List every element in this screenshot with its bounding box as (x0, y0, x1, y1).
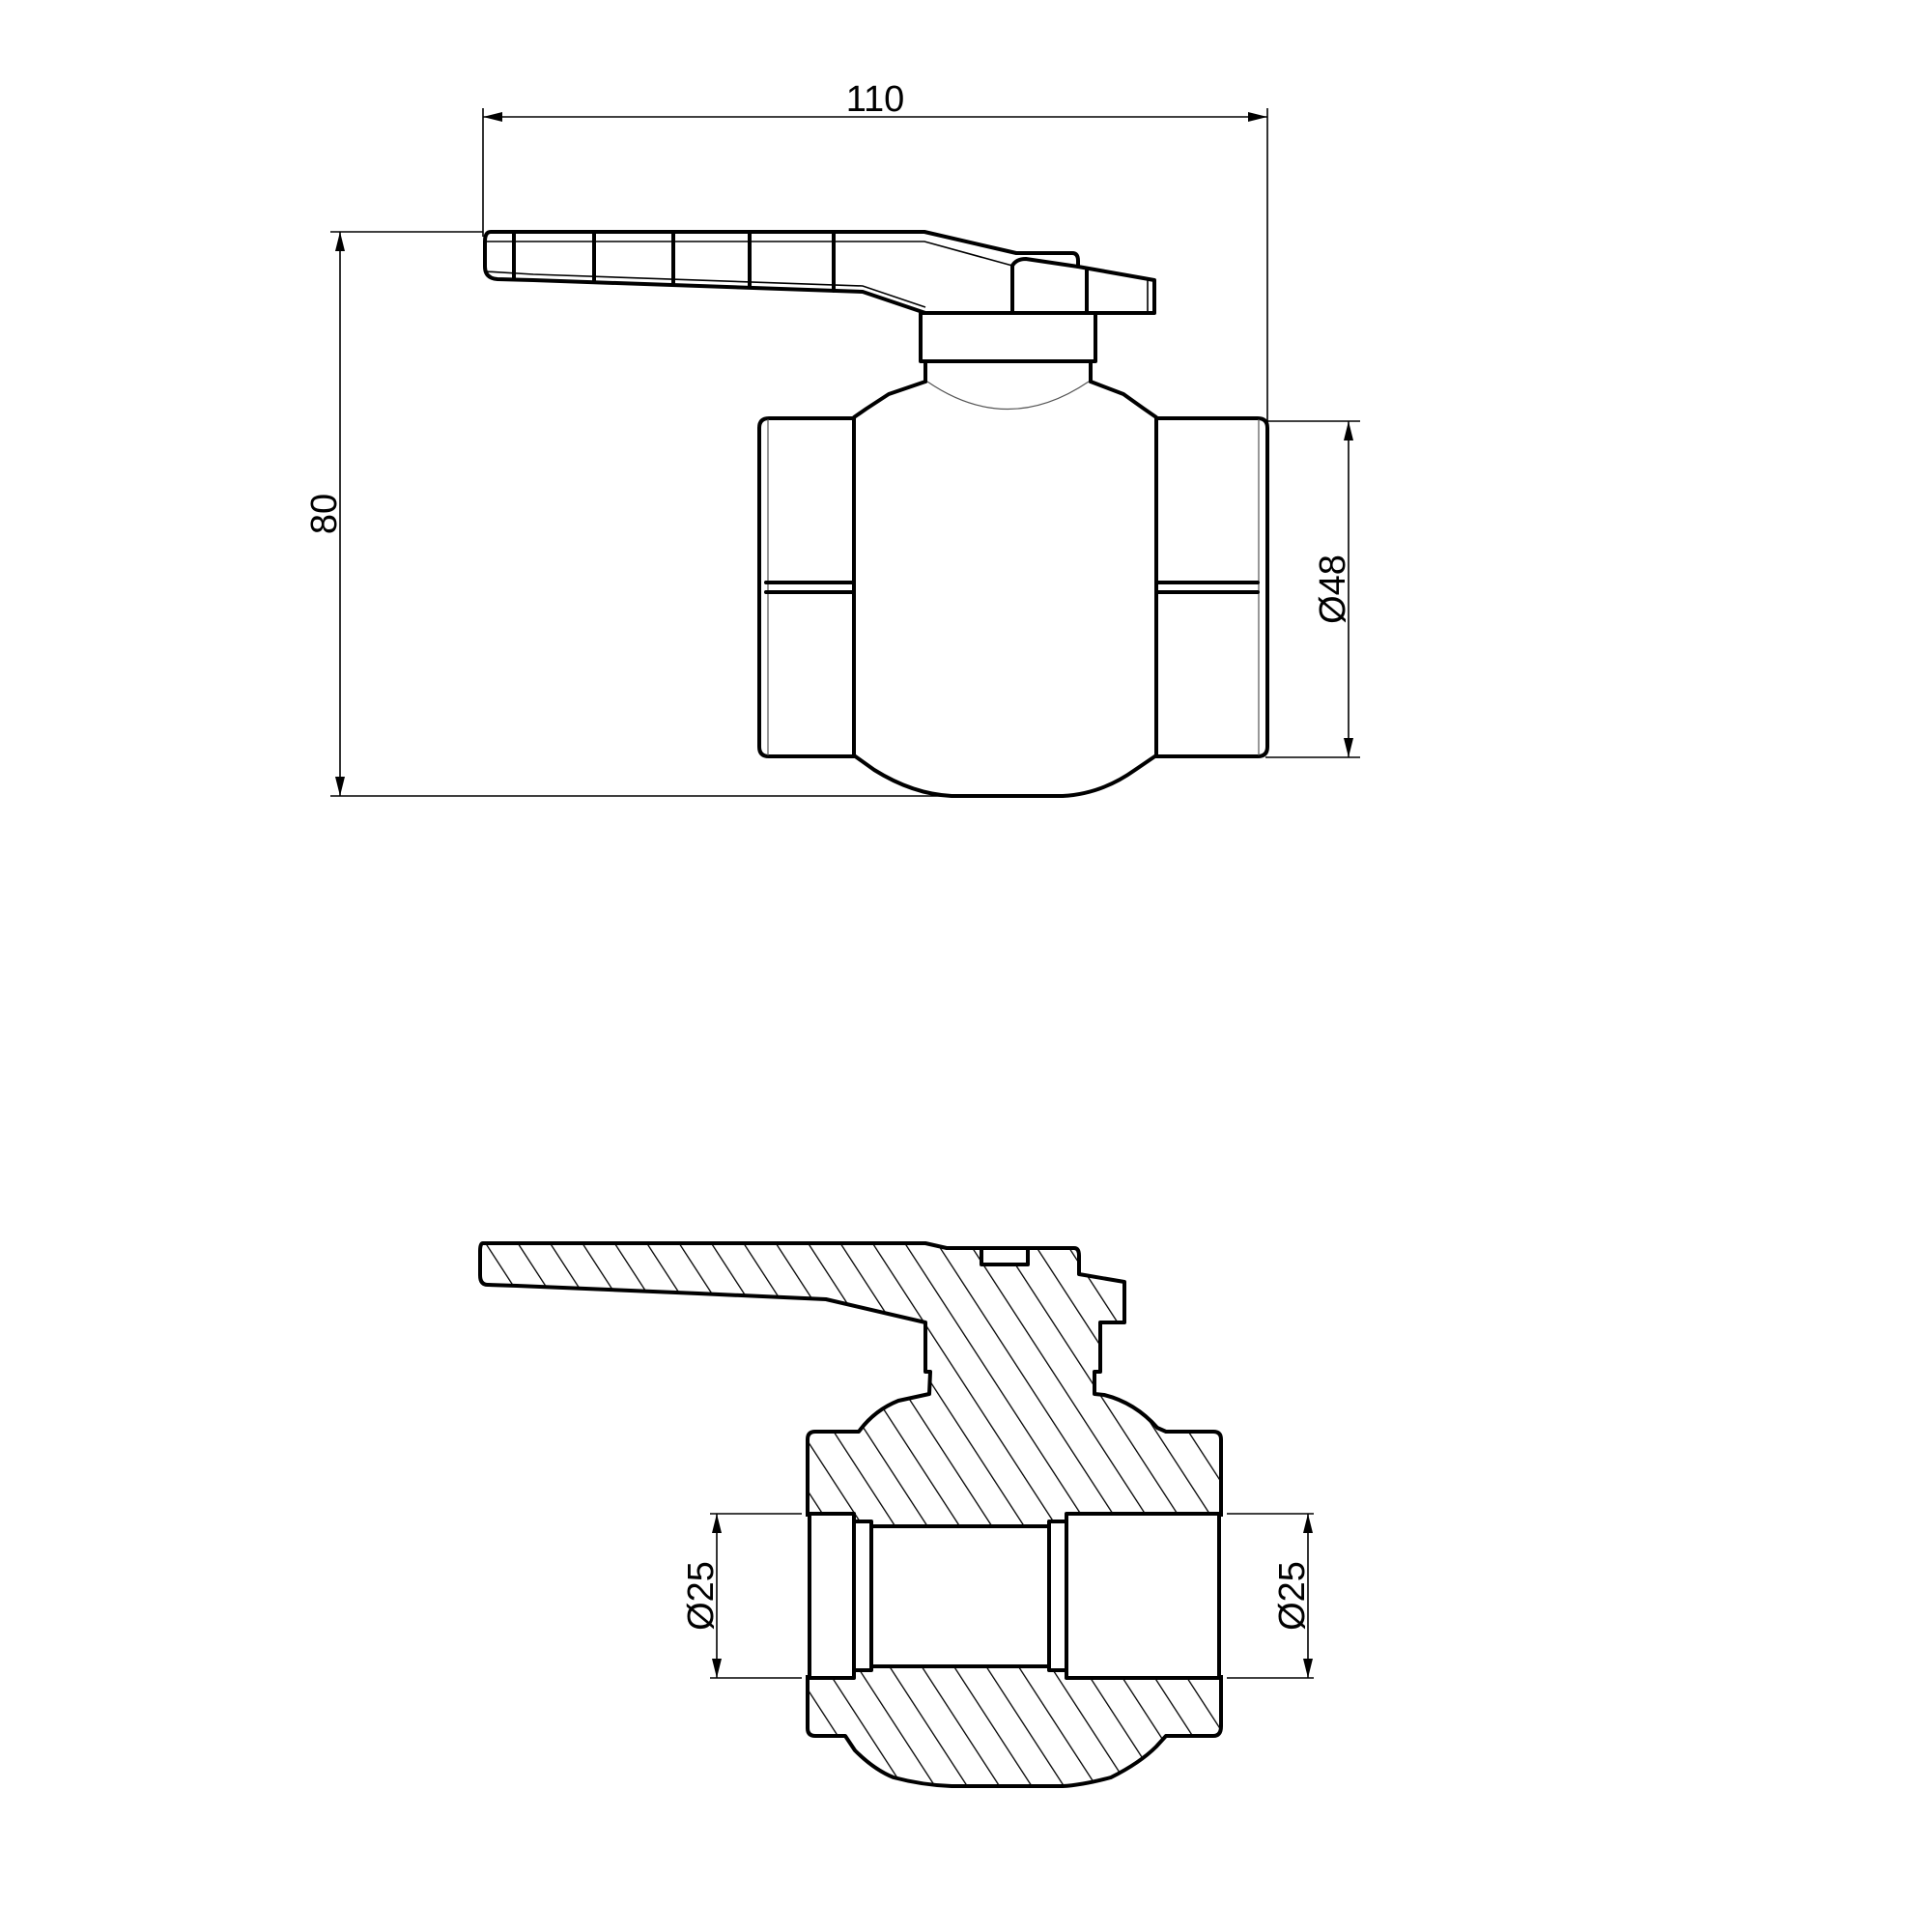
valve-body (757, 380, 1269, 798)
dimension-bore-right: Ø25 (1227, 1513, 1314, 1679)
valve-handle (483, 230, 1156, 315)
dimension-height-label: 80 (304, 494, 345, 534)
section-view: Ø25 Ø25 (478, 1241, 1314, 1788)
dimension-bore-left: Ø25 (681, 1513, 802, 1679)
dimension-diameter-label: Ø48 (1313, 554, 1353, 624)
stem-collar (919, 311, 1097, 411)
stem-key-slot (980, 1246, 1030, 1266)
dimension-height: 80 (304, 231, 947, 797)
dimension-outer-diameter: Ø48 (1265, 420, 1360, 758)
dimension-width-label: 110 (846, 79, 905, 120)
dimension-bore-left-label: Ø25 (681, 1561, 722, 1631)
bore-cavity (805, 1512, 1224, 1680)
side-view: 110 80 Ø48 (304, 79, 1360, 798)
dimension-bore-right-label: Ø25 (1272, 1561, 1313, 1631)
dimension-width: 110 (482, 79, 1268, 422)
